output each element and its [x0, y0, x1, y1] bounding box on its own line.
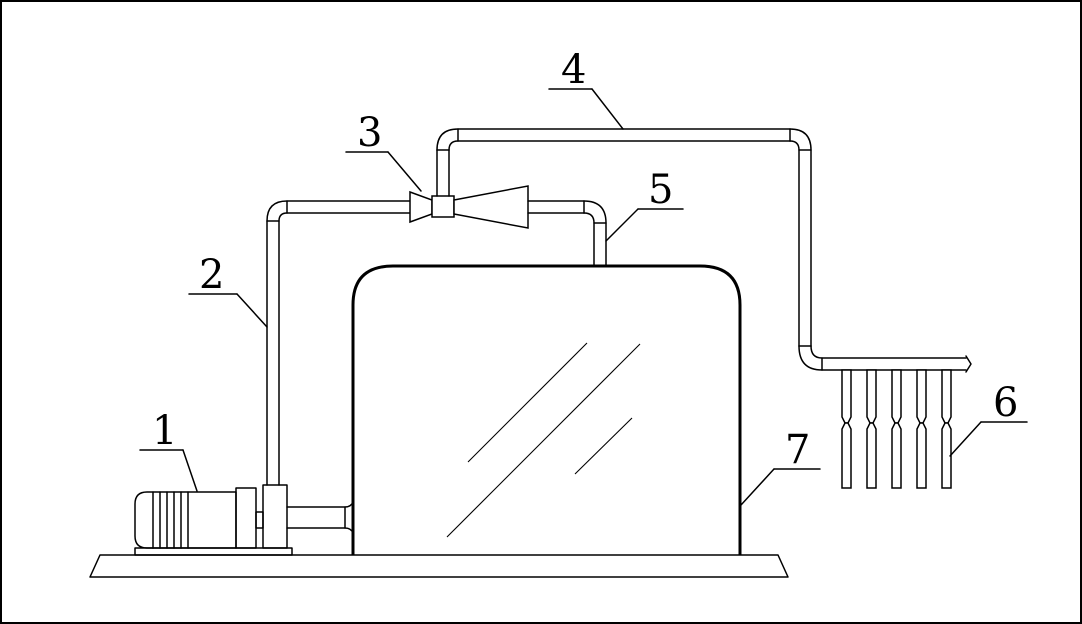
callout-1: 1 [152, 408, 177, 454]
callout-2: 2 [199, 252, 224, 298]
nozzle [866, 369, 877, 489]
nozzle-group [841, 369, 952, 489]
riser-pipe [266, 200, 411, 486]
tank-inlet-pipe [583, 200, 607, 267]
callout-6: 6 [993, 380, 1018, 426]
nozzle [941, 369, 952, 489]
motor-pump [134, 484, 293, 556]
callout-3: 3 [357, 110, 382, 156]
suction-pipe [436, 128, 972, 373]
nozzle [916, 369, 927, 489]
ejector [409, 185, 585, 229]
callout-4: 4 [561, 47, 586, 93]
callout-7: 7 [785, 427, 810, 473]
tank [351, 264, 742, 555]
base-platform [89, 554, 789, 578]
nozzle [891, 369, 902, 489]
nozzle [841, 369, 852, 489]
leader-lines [139, 88, 1028, 506]
callout-5: 5 [648, 167, 673, 213]
